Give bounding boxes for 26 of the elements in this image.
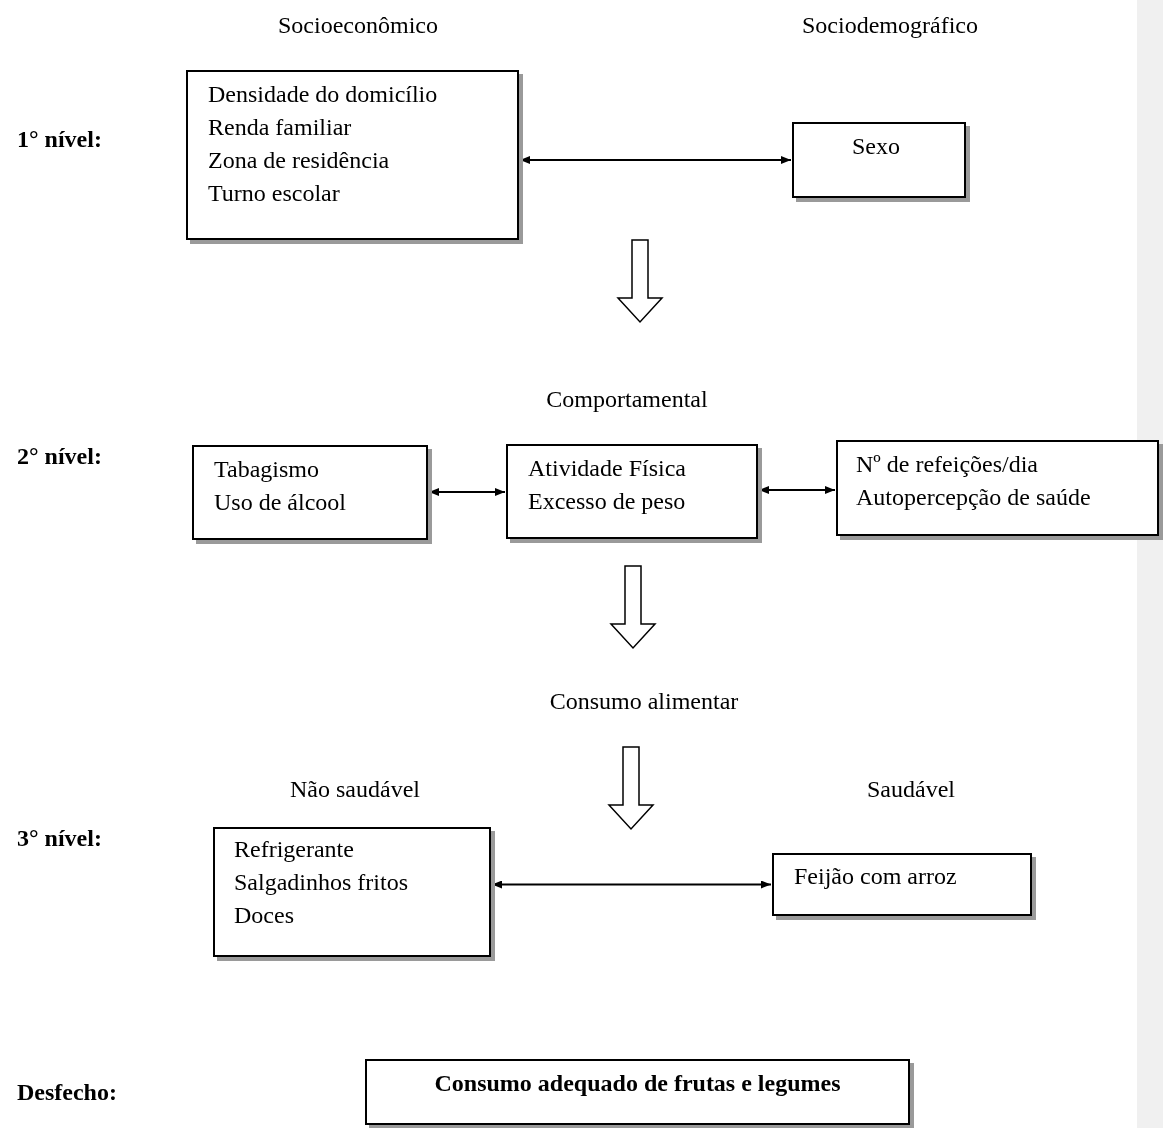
- column-heading: Sociodemográfico: [802, 11, 978, 40]
- level-label: 2° nível:: [17, 442, 102, 471]
- box-text: Nº de refeições/dia: [856, 450, 1039, 479]
- box-text: Autopercepção de saúde: [856, 483, 1092, 512]
- box-text: Excesso de peso: [528, 487, 687, 516]
- box-text: Densidade do domicílio: [208, 80, 439, 109]
- section-heading: Consumo alimentar: [549, 687, 739, 716]
- box-text: Atividade Física: [528, 454, 687, 483]
- box-text: Turno escolar: [208, 179, 341, 208]
- box-text: Uso de álcool: [214, 488, 347, 517]
- level-label: 1° nível:: [17, 125, 102, 154]
- box-text: Tabagismo: [214, 455, 320, 484]
- level-label: Desfecho:: [17, 1078, 117, 1107]
- box-text: Salgadinhos fritos: [234, 868, 409, 897]
- level-label: 3° nível:: [17, 824, 102, 853]
- box-text: Refrigerante: [234, 835, 355, 864]
- column-heading: Socioeconômico: [278, 11, 438, 40]
- column-heading: Saudável: [867, 775, 955, 804]
- box-text: Sexo: [852, 132, 901, 161]
- section-heading: Comportamental: [546, 385, 708, 414]
- box-text: Doces: [234, 901, 295, 930]
- box-text: Renda familiar: [208, 113, 353, 142]
- column-heading: Não saudável: [290, 775, 420, 804]
- box-text: Feijão com arroz: [794, 862, 958, 891]
- box-text: Zona de residência: [208, 146, 391, 175]
- box-text: Consumo adequado de frutas e legumes: [433, 1069, 842, 1098]
